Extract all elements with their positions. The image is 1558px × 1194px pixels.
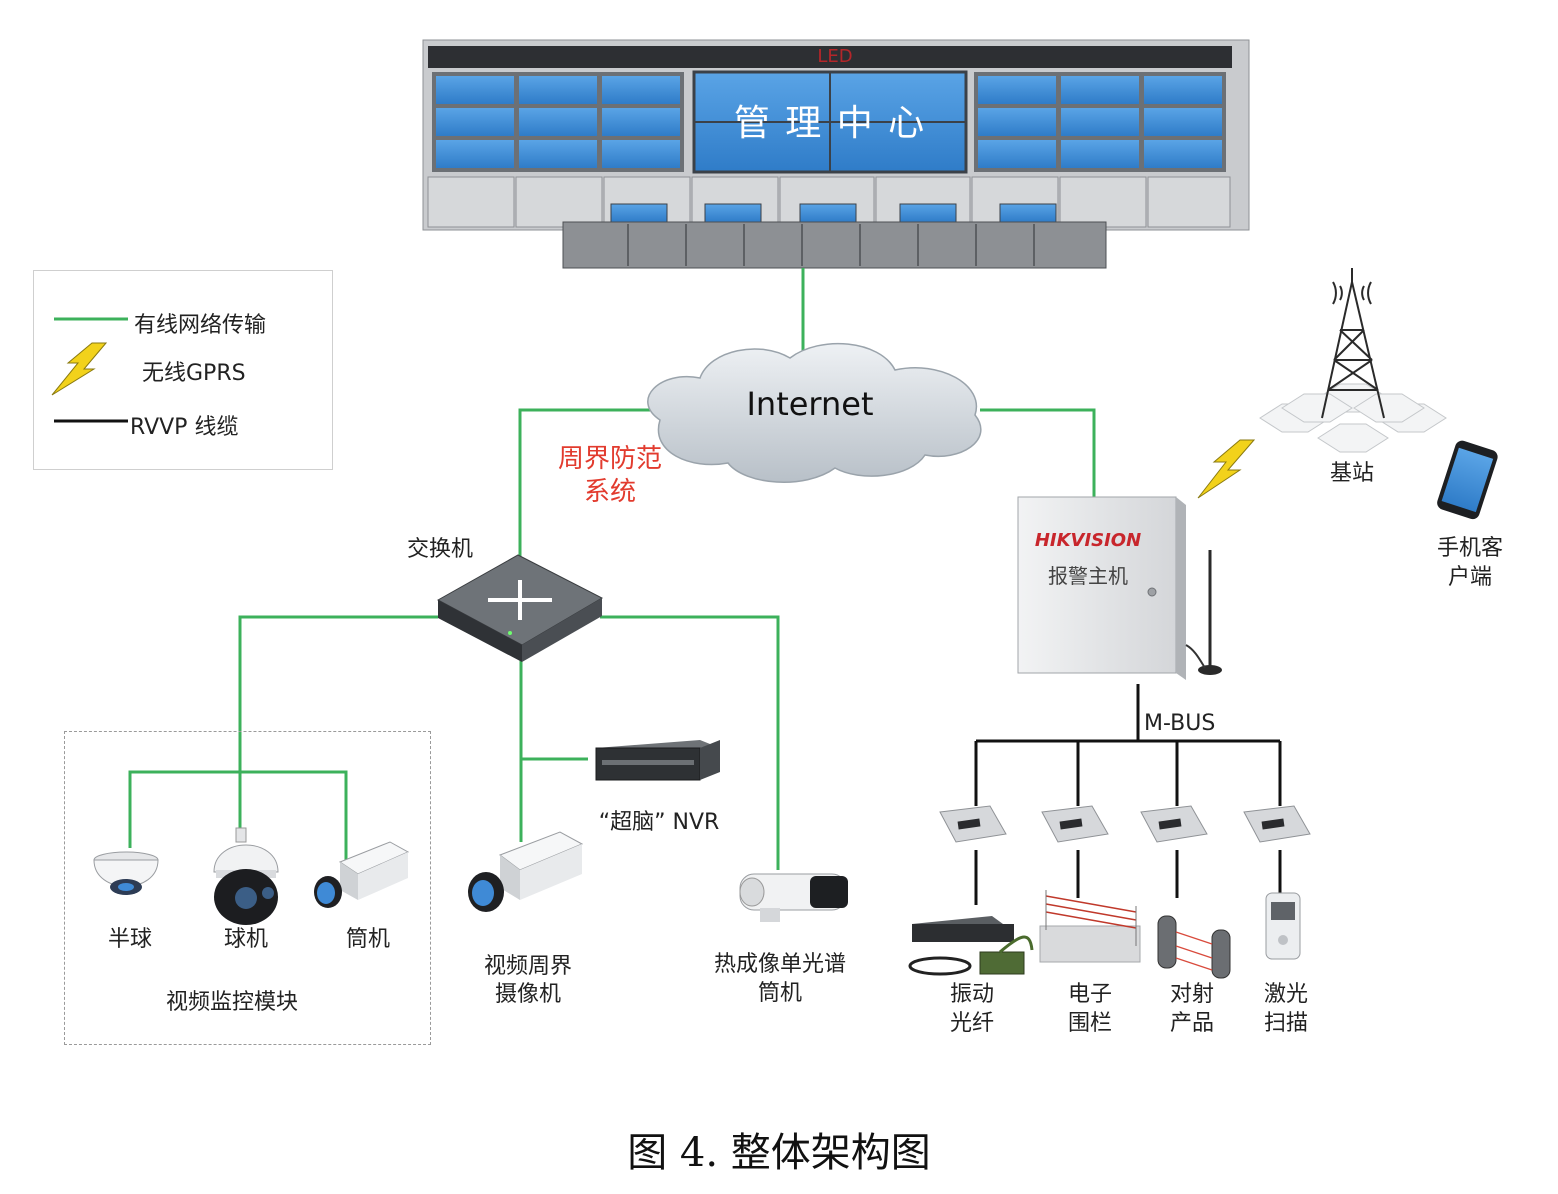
detector-label-line1: 振动 [949,982,994,1007]
perimeter-camera-label-line2: 摄像机 [494,982,561,1007]
mobile-phone-icon [1437,440,1498,520]
detector-label-line1: 激光 [1263,982,1308,1007]
legend-box: 有线网络传输 无线GPRS RVVP 线缆 [33,270,333,470]
rvvp-bus [974,684,1282,905]
management-center-title: 管 理 中 心 [733,103,927,144]
dome-camera-icon [93,851,159,895]
detector-label-line2: 扫描 [1263,1011,1308,1036]
detector-label-line2: 光纤 [949,1011,994,1036]
led-sign: LED [817,46,853,67]
wired-links [128,268,1096,870]
legend-rvvp: RVVP 线缆 [34,403,332,443]
perimeter-camera-icon [468,831,584,912]
system-label-line1: 周界防范 [557,444,662,474]
phone-label-line1: 手机客 [1436,536,1503,561]
bullet-camera-label: 筒机 [345,927,390,952]
mbus-module-3 [1140,805,1208,843]
phone-label-line2: 户端 [1447,565,1492,590]
legend-wired: 有线网络传输 [34,301,332,341]
management-center-building [422,39,1250,269]
detector-label-line1: 电子 [1067,982,1112,1007]
ptz-camera-icon [213,827,279,925]
detector-label-line1: 对射 [1169,982,1214,1007]
thermal-camera-label-line2: 筒机 [757,981,802,1006]
mbus-module-1 [939,805,1007,843]
video-module-title: 视频监控模块 [165,990,298,1015]
green-line-icon [54,317,128,321]
figure-caption: 图 4. 整体架构图 [627,1130,931,1176]
detector-label-line2: 产品 [1169,1011,1214,1036]
mbus-module-4 [1243,805,1311,843]
internet-label: Internet [746,385,874,423]
legend-label: 有线网络传输 [134,313,267,338]
internet-cloud [647,342,982,483]
black-line-icon [54,419,128,423]
operator-console [562,221,1107,269]
bullet-camera-icon [314,841,410,908]
legend-label: 无线GPRS [142,361,246,386]
gprs-lightning-icon [1197,439,1256,499]
legend-label: RVVP 线缆 [130,415,239,440]
dome-camera-label: 半球 [107,927,152,952]
thermal-camera-label-line1: 热成像单光谱 [713,952,846,977]
base-station-tower [1259,268,1447,453]
network-switch [436,554,604,662]
mbus-label: M-BUS [1144,711,1216,736]
mbus-module-2 [1041,805,1109,843]
electric-fence-icon [1039,890,1141,963]
nvr-recorder-icon [595,740,720,781]
switch-label: 交换机 [406,537,473,562]
video-wall-left [432,72,684,172]
alarm-host-label: 报警主机 [1048,564,1128,588]
nvr-label: “超脑” NVR [598,810,720,835]
perimeter-camera-label-line1: 视频周界 [483,954,572,979]
ptz-camera-label: 球机 [223,927,268,952]
alarm-host-cabinet [1017,496,1222,680]
system-label-line2: 系统 [583,477,636,507]
detector-label-line2: 围栏 [1067,1011,1112,1036]
video-wall-right [974,72,1226,172]
laser-scanner-icon [1265,892,1301,960]
beam-detector-icon [1157,915,1231,979]
brand-logo: HIKVISION [1034,530,1142,551]
thermal-camera-icon [739,873,848,922]
legend-gprs: 无线GPRS [34,342,332,396]
lightning-icon [51,342,108,396]
video-module-frame [64,731,431,1045]
vibration-fiber-icon [908,916,1034,976]
base-station-label: 基站 [1329,461,1374,486]
